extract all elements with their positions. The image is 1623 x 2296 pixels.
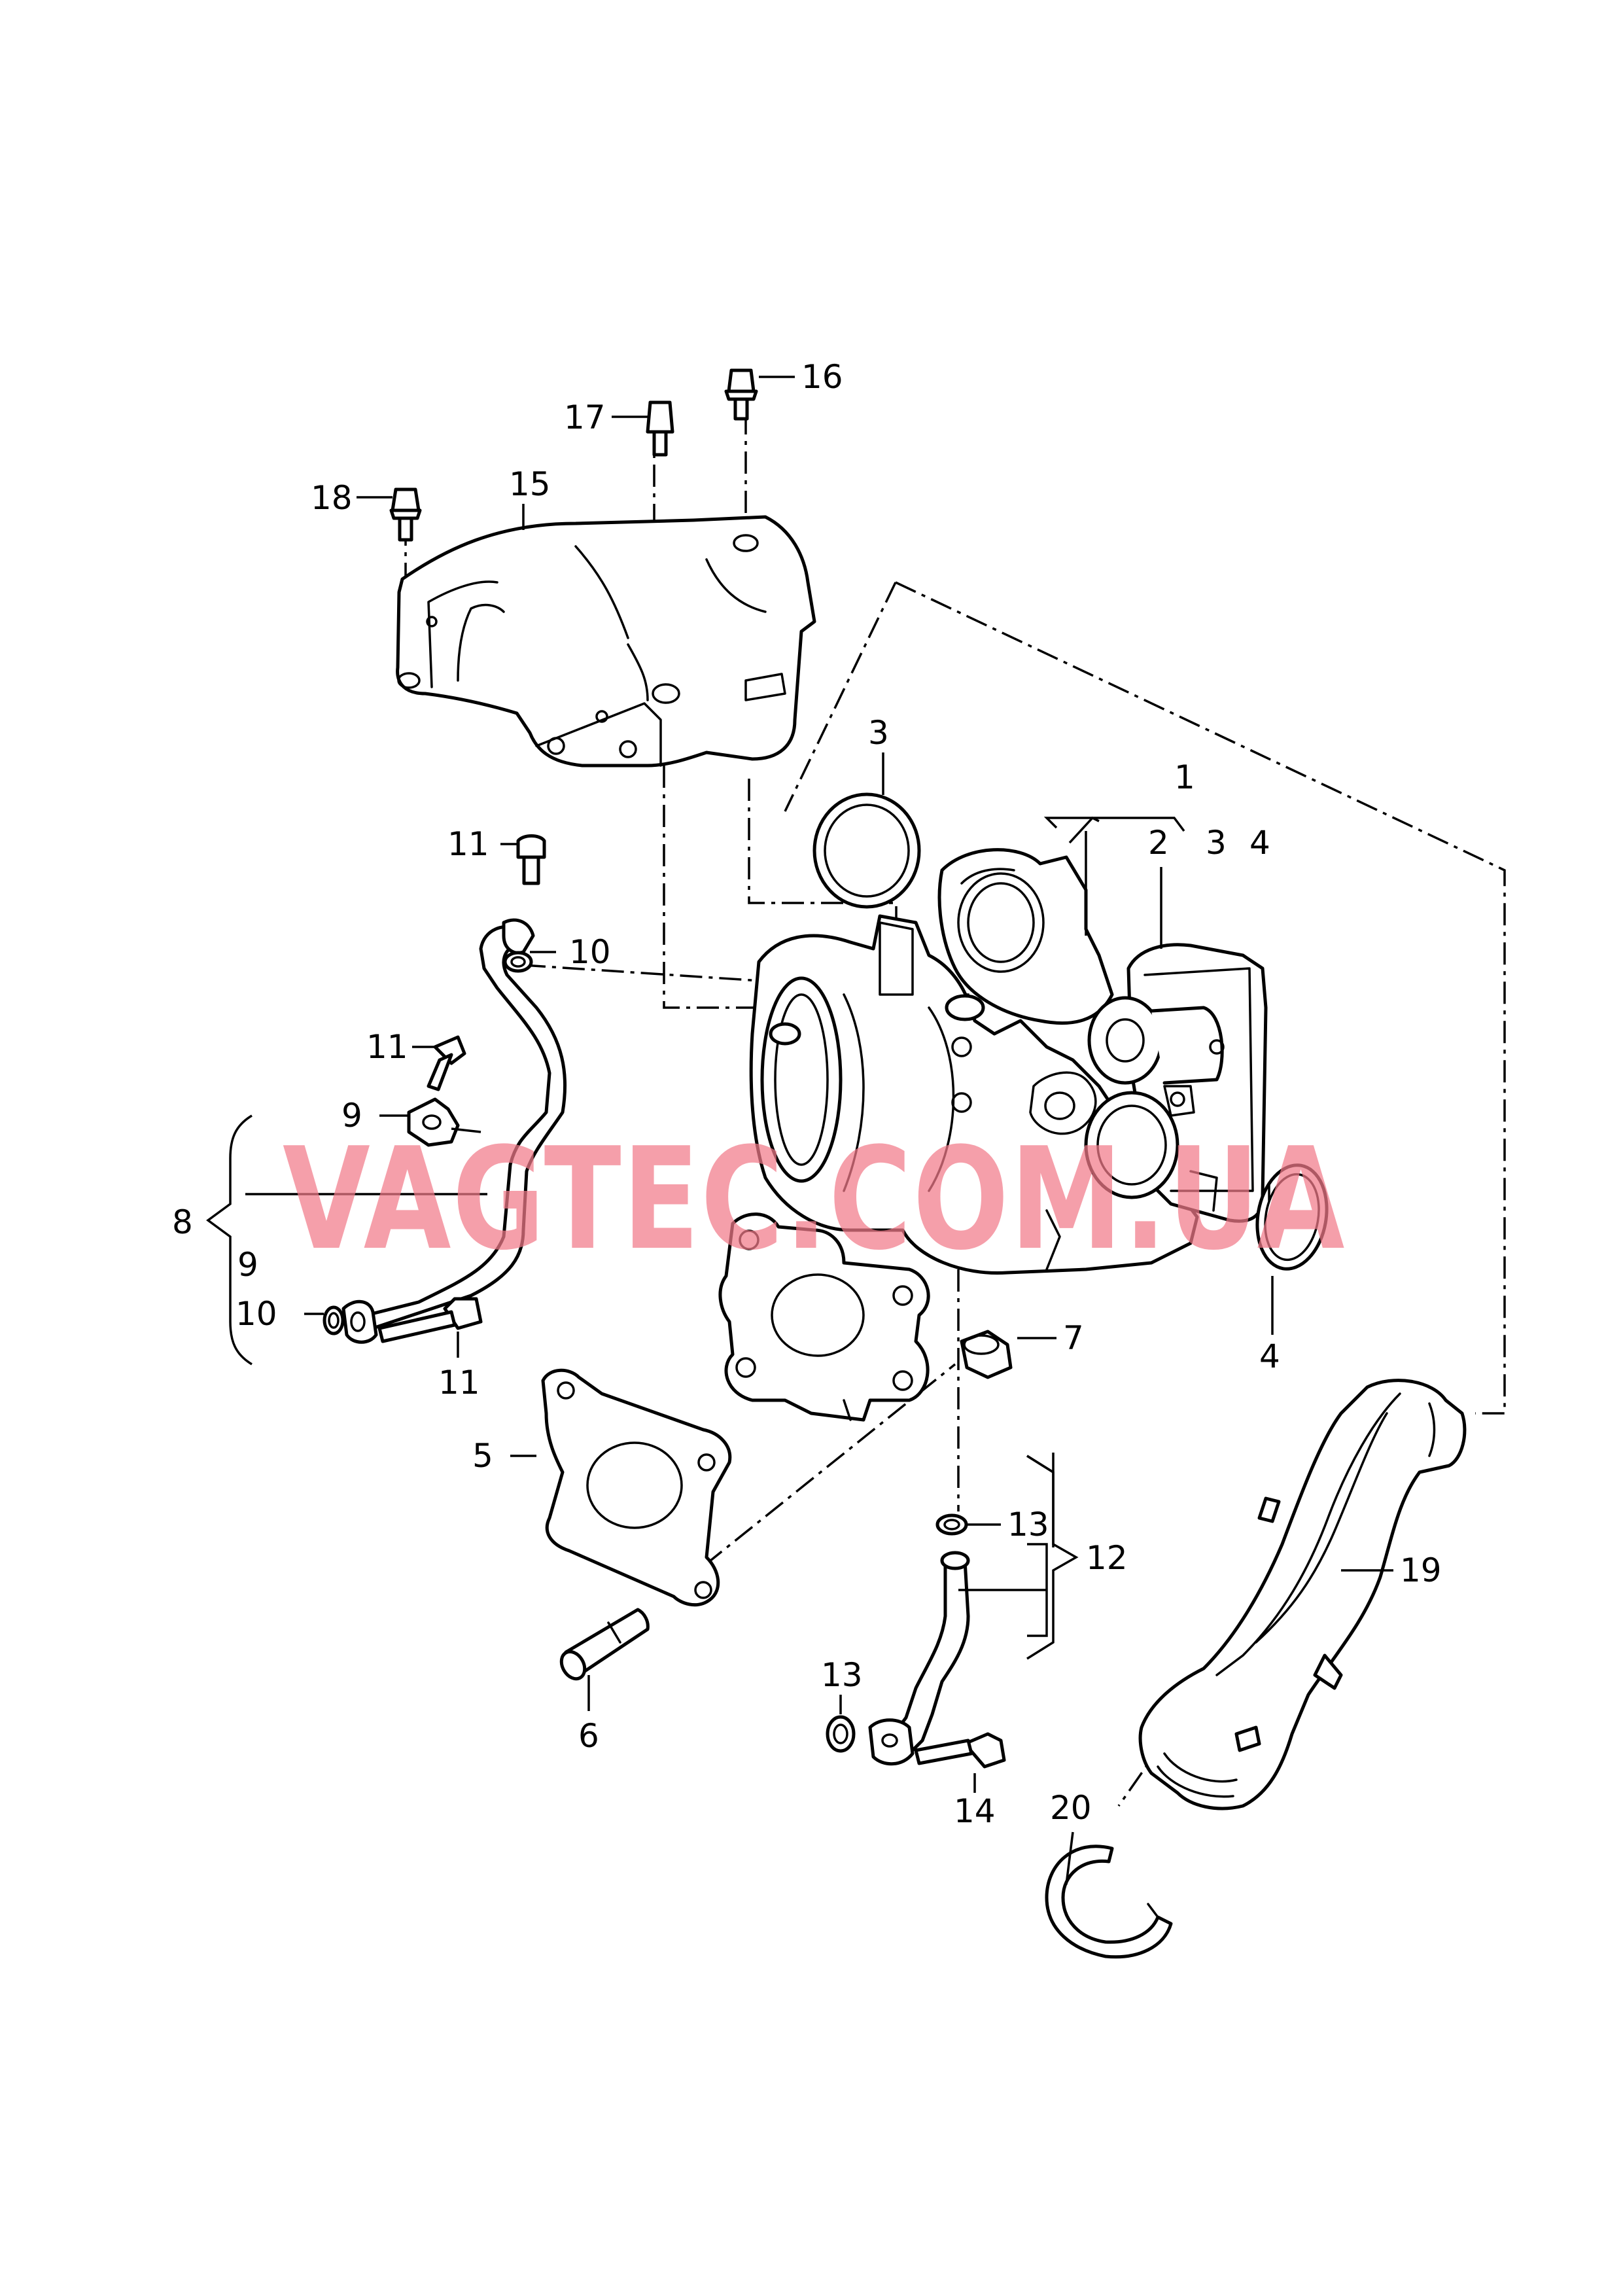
gasket-5 <box>541 1368 732 1607</box>
callout-6: 6 <box>578 1717 599 1755</box>
callout-9: 9 <box>341 1097 362 1135</box>
bolt-16 <box>724 368 758 421</box>
oil-return-line <box>868 1551 970 1766</box>
ring-seal-4 <box>1255 1163 1329 1271</box>
callout-8: 8 <box>172 1203 193 1241</box>
callout-10-top: 10 <box>569 933 611 971</box>
bracket-9 <box>407 1097 460 1147</box>
callout-11-bottom: 11 <box>438 1364 480 1402</box>
callout-10-bottom: 10 <box>236 1295 277 1333</box>
nut-7 <box>960 1330 1013 1379</box>
leader-lines <box>206 376 1393 1885</box>
callout-16: 16 <box>801 358 843 396</box>
callout-17: 17 <box>564 398 606 436</box>
callout-13-upper: 13 <box>1007 1506 1049 1544</box>
callout-3-group: 3 <box>1206 824 1227 862</box>
intake-hose <box>1138 1379 1467 1810</box>
seal-10-lower <box>323 1305 345 1335</box>
callout-9-group: 9 <box>237 1246 258 1284</box>
callout-4-group: 4 <box>1249 824 1270 862</box>
bolt-17 <box>646 400 674 457</box>
turbocharger <box>749 848 1268 1275</box>
callout-4: 4 <box>1259 1337 1280 1375</box>
bolt-18 <box>389 487 422 542</box>
callout-12: 12 <box>1086 1539 1128 1577</box>
bolt-11-top <box>516 834 546 885</box>
callout-11-middle: 11 <box>366 1028 408 1066</box>
callout-20: 20 <box>1050 1789 1092 1827</box>
callout-3: 3 <box>868 714 889 752</box>
callout-2: 2 <box>1148 824 1169 862</box>
callout-15: 15 <box>509 465 551 503</box>
callout-7: 7 <box>1063 1319 1084 1357</box>
ring-seal-3 <box>812 792 921 909</box>
bolt-11-bottom <box>377 1297 483 1343</box>
bolt-11-middle <box>427 1035 466 1091</box>
turbine-flange <box>718 1212 930 1422</box>
callout-18: 18 <box>311 479 353 517</box>
hose-clamp <box>1045 1845 1173 1959</box>
watermark-text: VAGTEC.COM.UA <box>283 1117 1346 1281</box>
seal-13-lower <box>826 1715 856 1753</box>
callout-5: 5 <box>472 1437 493 1475</box>
callout-13-lower: 13 <box>821 1656 863 1694</box>
callout-1: 1 <box>1174 758 1195 796</box>
oil-supply-line <box>341 918 567 1344</box>
seal-13-upper <box>935 1513 968 1536</box>
callout-14: 14 <box>954 1792 996 1830</box>
stud-6 <box>559 1608 650 1681</box>
seal-10-upper <box>503 951 533 973</box>
heat-shield <box>396 515 816 768</box>
callout-labels: 1 2 3 4 3 4 5 6 7 8 9 9 10 10 11 11 11 1… <box>172 358 1442 1830</box>
bolt-14 <box>914 1732 1006 1769</box>
callout-19: 19 <box>1400 1551 1442 1589</box>
callout-11-top: 11 <box>447 825 489 863</box>
